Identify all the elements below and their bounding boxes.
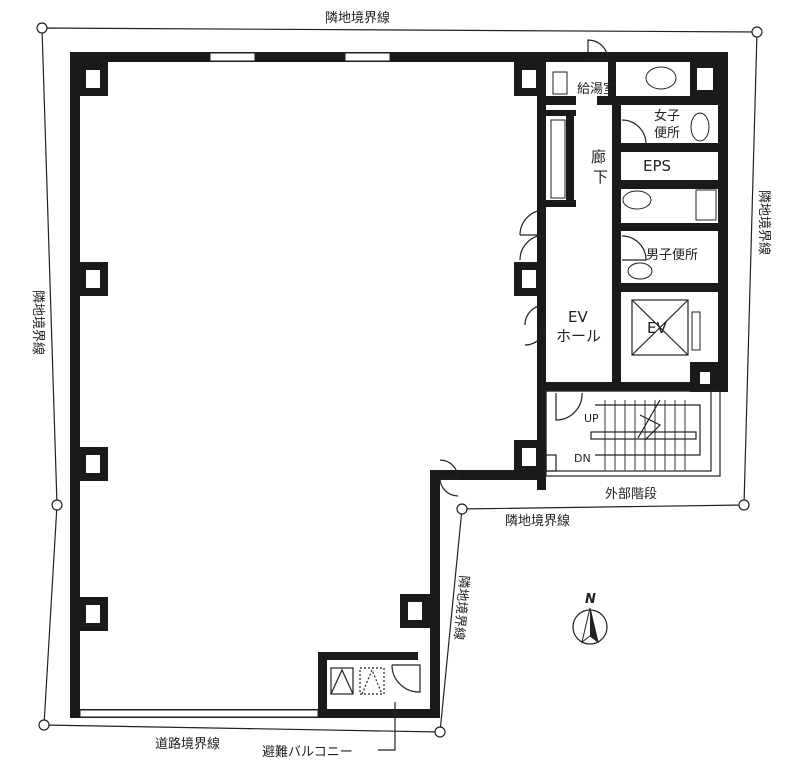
window [344, 52, 391, 62]
north-arrow-icon [572, 607, 608, 645]
toilet-fixture [622, 190, 652, 210]
elevator-door [691, 311, 701, 351]
label-north: N [585, 592, 596, 607]
site-boundary-line [41, 27, 758, 733]
label-stair-up: UP [584, 412, 599, 425]
label-boundary-top: 隣地境界線 [325, 10, 390, 26]
toilet-fixture [690, 112, 710, 142]
label-kitchenette: 給湯室 [577, 81, 616, 97]
label-ev: EV [647, 319, 667, 337]
toilet-fixture [627, 262, 653, 280]
stairs [545, 390, 721, 477]
label-ev-hall-2: ホール [556, 327, 601, 345]
window [79, 709, 319, 718]
balcony-leader-line [378, 702, 396, 751]
label-corridor-2: 下 [593, 168, 608, 186]
columns [78, 62, 720, 631]
label-womens-toilet-1: 女子 [654, 108, 680, 124]
boundary-markers [36, 22, 763, 738]
label-road-boundary: 道路境界線 [155, 736, 220, 752]
label-womens-toilet-2: 便所 [654, 126, 680, 141]
label-boundary-left: 隣地境界線 [30, 290, 46, 355]
window [209, 52, 256, 62]
label-evacuation-balcony: 避難バルコニー [262, 745, 353, 760]
core-walls [546, 60, 721, 292]
doors [391, 39, 647, 693]
label-stair-down: DN [574, 452, 591, 465]
label-corridor-1: 廊 [591, 148, 606, 166]
storage-shelf [550, 119, 566, 199]
sink [552, 71, 568, 95]
label-mens-toilet: 男子便所 [646, 248, 698, 263]
label-boundary-right: 隣地境界線 [756, 190, 772, 255]
elevator-car [631, 299, 689, 356]
label-external-stairs: 外部階段 [605, 487, 657, 502]
evacuation-hatch-dashed [359, 667, 385, 695]
toilet-fixture [645, 66, 677, 90]
label-boundary-lower-right: 隣地境界線 [450, 575, 472, 641]
evacuation-hatch [330, 667, 354, 695]
label-eps: EPS [643, 157, 671, 175]
urinal [695, 189, 717, 221]
label-boundary-mid: 隣地境界線 [505, 513, 570, 529]
elevator-cross [631, 299, 689, 356]
label-ev-hall-1: EV [568, 308, 588, 326]
